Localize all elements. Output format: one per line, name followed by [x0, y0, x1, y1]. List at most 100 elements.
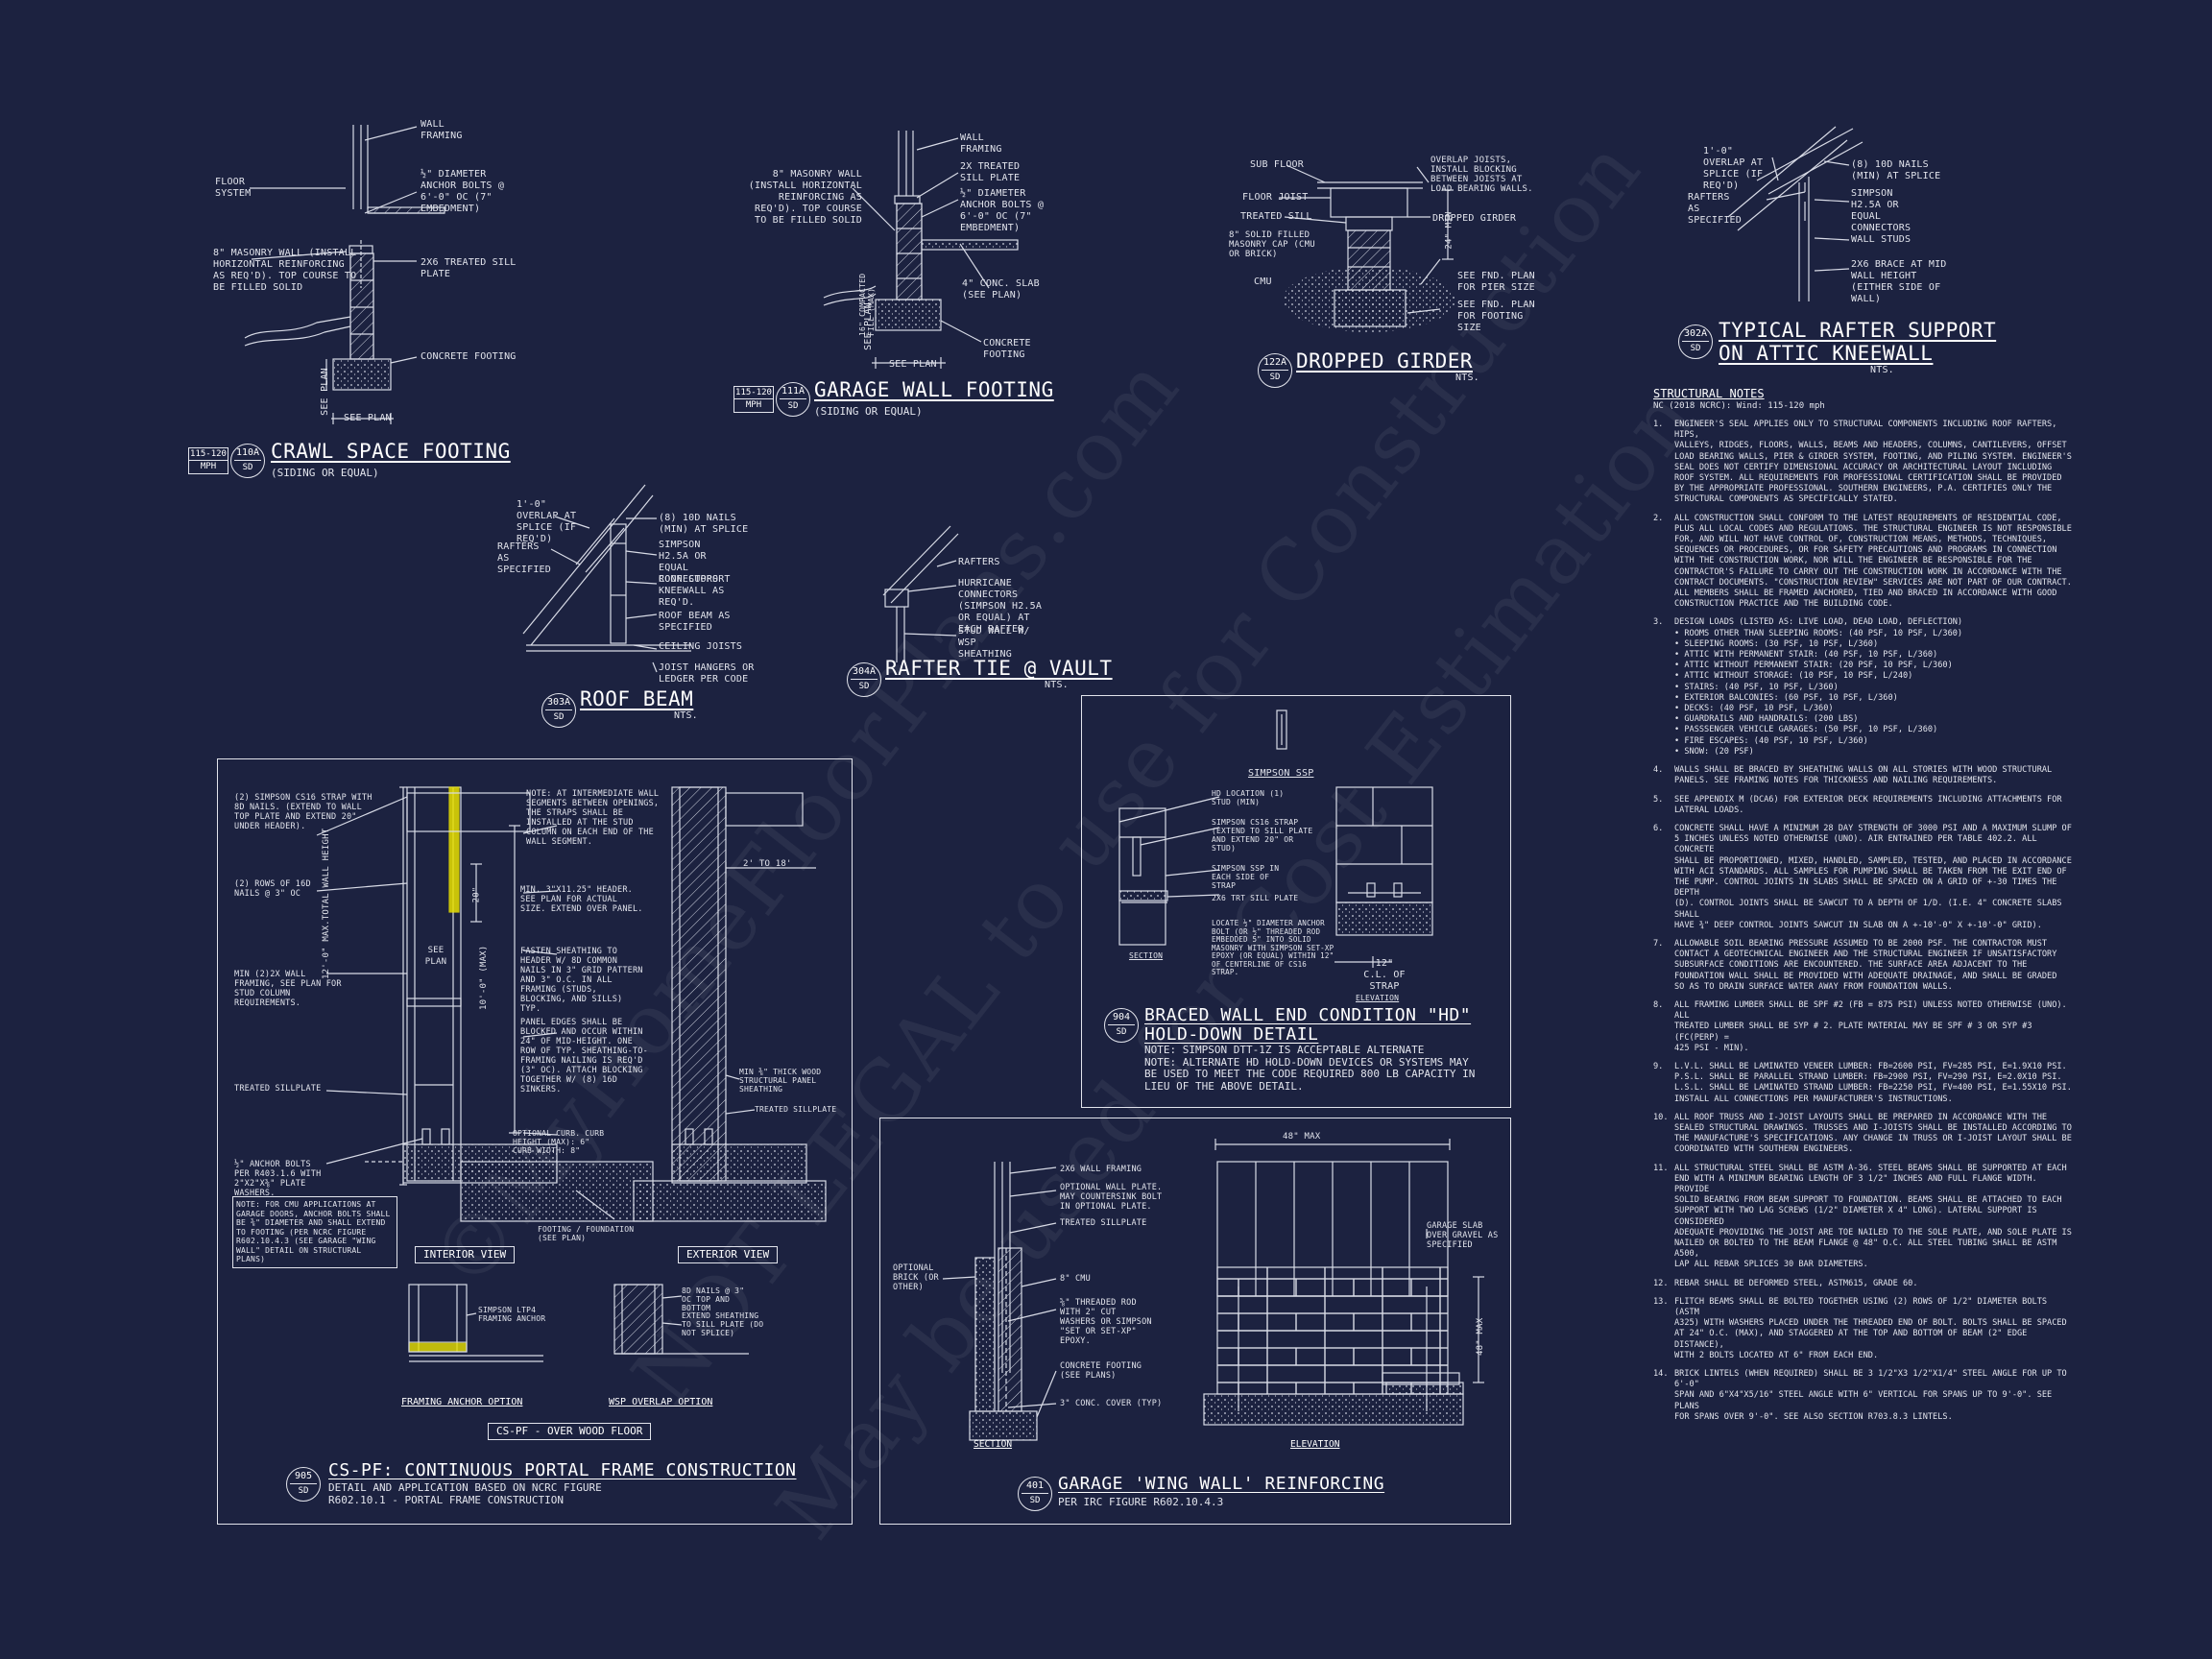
hd-label-anchor: LOCATE ½" DIAMETER ANCHOR BOLT (OR ½" TH…: [1212, 919, 1334, 976]
note-line: SHALL BE PROPORTIONED, MIXED, HANDLED, S…: [1674, 855, 2072, 866]
pf-label-intermediate: NOTE: AT INTERMEDIATE WALL SEGMENTS BETW…: [526, 789, 660, 847]
pf-label-fasten: FASTEN SHEATHING TO HEADER W/ 8d COMMON …: [520, 947, 643, 1014]
note-text: ALL FRAMING LUMBER SHALL BE SPF #2 (Fb =…: [1674, 1000, 2076, 1054]
girder-label-subfloor: SUB FLOOR: [1250, 159, 1304, 170]
roofbeam-label-simpson: SIMPSON H2.5A OR EQUAL CONNECTORS: [659, 540, 719, 585]
rafsup-label-rafters: RAFTERS AS SPECIFIED: [1688, 192, 1742, 226]
note-text: ALL ROOF TRUSS AND I-JOIST LAYOUTS SHALL…: [1674, 1113, 2076, 1156]
note-number: 4.: [1653, 765, 1664, 776]
ww-num: 401: [1025, 1480, 1045, 1491]
note-item: 13.FLITCH BEAMS SHALL BE BOLTED TOGETHER…: [1653, 1297, 2076, 1361]
girder-title: DROPPED GIRDER: [1296, 349, 1474, 373]
notes-heading: STRUCTURAL NOTES: [1653, 387, 1765, 400]
rafsup-sheet: SD: [1690, 344, 1701, 353]
hd-label-cl: 12" C.L. OF STRAP: [1363, 958, 1406, 992]
pf-num: 905: [294, 1471, 313, 1481]
note-number: 9.: [1653, 1061, 1664, 1071]
roofbeam-label-nails: (8) 10d NAILS (MIN) AT SPLICE: [659, 513, 749, 535]
hd-title: BRACED WALL END CONDITION "HD": [1144, 1005, 1472, 1025]
girder-label-cmu: CMU: [1254, 276, 1272, 287]
note-line: CONCRETE SHALL HAVE A MINIMUM 28 DAY STR…: [1674, 823, 2072, 833]
pf-opt-framing-anchor: FRAMING ANCHOR OPTION: [401, 1397, 523, 1407]
rafsup-title: TYPICAL RAFTER SUPPORT: [1719, 319, 1997, 342]
pf-label-extend: EXTEND SHEATHING TO SILL PLATE (DO NOT S…: [682, 1311, 764, 1337]
note-line: BRICK LINTELS (WHEN REQUIRED) SHALL BE 3…: [1674, 1369, 2067, 1390]
hd-sheet: SD: [1116, 1027, 1127, 1037]
note-item: 14. BRICK LINTELS (WHEN REQUIRED) SHALL B…: [1653, 1369, 2076, 1423]
ww-elevation: ELEVATION: [1290, 1439, 1340, 1450]
ww-label-footing: CONCRETE FOOTING (SEE PLANS): [1060, 1361, 1142, 1381]
girder-label-pier: SEE FND. PLAN FOR PIER SIZE: [1457, 271, 1535, 293]
note-line: SUPPORT WITH TWO LAG SCREWS (1/2" DIAMET…: [1674, 1206, 2037, 1227]
note-number: 10.: [1653, 1112, 1669, 1122]
roofbeam-title: ROOF BEAM: [580, 687, 694, 710]
pf-label-ext-sill: TREATED SILLPLATE: [755, 1105, 837, 1114]
roofbeam-num: 303A: [546, 697, 571, 708]
rafsup-nts: NTS.: [1870, 365, 1894, 375]
note-item: 5.SEE APPENDIX M (DCA6) FOR EXTERIOR DEC…: [1653, 795, 2076, 816]
note-text: FLITCH BEAMS SHALL BE BOLTED TOGETHER US…: [1674, 1297, 2076, 1361]
note-line: THE MANUFACTURE'S SPECIFICATIONS. ANY CH…: [1674, 1134, 2072, 1144]
pf-sheet: SD: [298, 1486, 309, 1496]
ww-label-rod: ⅝" THREADED ROD WITH 2" CUT WASHERS OR S…: [1060, 1298, 1152, 1346]
crawl-mph-top: 115-120: [190, 449, 227, 459]
hold-down-frame: [1081, 695, 1511, 1108]
note-line: ALL MEMBERS SHALL BE FRAMED ANCHORED, TI…: [1674, 589, 2057, 599]
note-item: 3. DESIGN LOADS (LISTED AS: LIVE LOAD, DE…: [1653, 617, 2076, 757]
note-line: SEALED STRUCTURAL DRAWINGS. TRUSSES AND …: [1674, 1122, 2072, 1133]
hd-label-elevation: ELEVATION: [1356, 994, 1400, 1002]
note-line: • EXTERIOR BALCONIES: (60 PSF, 10 PSF, L…: [1674, 692, 1898, 703]
note-line: • SNOW: (20 PSF): [1674, 746, 1754, 757]
girder-label-footing-size: SEE FND. PLAN FOR FOOTING SIZE: [1457, 300, 1535, 333]
garage-num: 111A: [781, 386, 805, 397]
portal-frame-frame: [217, 758, 853, 1525]
note-line: REBAR SHALL BE DEFORMED STEEL, ASTM615, …: [1674, 1278, 1918, 1288]
ww-dim-48-horizontal: 48" MAX: [1283, 1132, 1321, 1142]
ww-section: SECTION: [974, 1439, 1013, 1450]
note-line: P.S.L. SHALL BE PARALLEL STRAND LUMBER: …: [1674, 1072, 2062, 1083]
pf-label-framing: MIN (2)2X WALL FRAMING, SEE PLAN FOR STU…: [234, 970, 342, 1008]
note-line: • PASSSENGER VEHICLE GARAGES: (50 PSF, 1…: [1674, 725, 1938, 735]
rafsup-title-2: ON ATTIC KNEEWALL: [1719, 342, 1934, 365]
garage-mph-bot: MPH: [734, 398, 773, 411]
note-line: SEQUENCES OR PROCEDURES, OR FOR SAFETY P…: [1674, 545, 2057, 556]
garage-label-masonry: 8" MASONRY WALL (INSTALL HORIZONTAL REIN…: [748, 169, 862, 226]
crawl-label-footing: CONCRETE FOOTING: [421, 351, 517, 362]
note-item: 9.L.V.L. SHALL BE LAMINATED VENEER LUMBE…: [1653, 1062, 2076, 1105]
note-line: FOUNDATION WALL SHALL BE PROVIDED WITH A…: [1674, 971, 2057, 981]
note-number: 14.: [1653, 1369, 1669, 1380]
portal-frame-drawing: [316, 786, 827, 1362]
note-number: 2.: [1653, 513, 1664, 523]
note-line: • ROOMS OTHER THAN SLEEPING ROOMS: (40 P…: [1674, 628, 1963, 638]
crawl-label-wall-framing: WALL FRAMING: [421, 119, 463, 141]
roofbeam-label-joists: CEILING JOISTS: [659, 641, 743, 652]
rafter-support-drawing: [1727, 126, 1863, 301]
hd-num: 904: [1112, 1012, 1131, 1022]
note-text: DESIGN LOADS (LISTED AS: LIVE LOAD, DEAD…: [1674, 617, 2076, 757]
note-line: 425 PSI - MIN).: [1674, 1043, 1749, 1053]
note-number: 3.: [1653, 617, 1664, 628]
note-number: 11.: [1653, 1163, 1669, 1173]
raftertie-sheet: SD: [858, 682, 870, 691]
note-line: • ATTIC WITH PERMANENT STAIR: (40 PSF, 1…: [1674, 650, 1938, 661]
crawl-label-see-plan-v: SEE PLAN: [319, 368, 330, 416]
pf-sub: DETAIL AND APPLICATION BASED ON NCRC FIG…: [328, 1481, 602, 1506]
note-item: 12.REBAR SHALL BE DEFORMED STEEL, ASTM61…: [1653, 1279, 2076, 1289]
garage-label-fill: 16" COMPACTED FILL (MAX): [858, 273, 876, 336]
structural-notes: STRUCTURAL NOTES NC (2018 NCRC): Wind: 1…: [1653, 387, 2076, 1431]
garage-mph-top: 115-120: [735, 388, 772, 397]
note-line: A325) WITH WASHERS PLACED UNDER THE THRE…: [1674, 1318, 2067, 1329]
note-text: CONCRETE SHALL HAVE A MINIMUM 28 DAY STR…: [1674, 824, 2076, 931]
note-line: ALLOWABLE SOIL BEARING PRESSURE ASSUMED …: [1674, 938, 2048, 949]
garage-footing-drawing: [823, 131, 1019, 369]
note-line: HAVE ¾" DEEP CONTROL JOINTS SAWCUT IN SL…: [1674, 920, 2042, 930]
note-line: ALL CONSTRUCTION SHALL CONFORM TO THE LA…: [1674, 513, 2062, 523]
crawl-label-sill: 2x6 TREATED SILL PLATE: [421, 257, 517, 279]
pf-label-panel-edges: PANEL EDGES SHALL BE BLOCKED AND OCCUR W…: [520, 1018, 648, 1094]
girder-label-sill: TREATED SILL: [1240, 211, 1312, 222]
note-item: 2. ALL CONSTRUCTION SHALL CONFORM TO THE …: [1653, 514, 2076, 611]
rafsup-label-overlap: 1'-0" OVERLAP AT SPLICE (IF REQ'D): [1703, 146, 1764, 191]
